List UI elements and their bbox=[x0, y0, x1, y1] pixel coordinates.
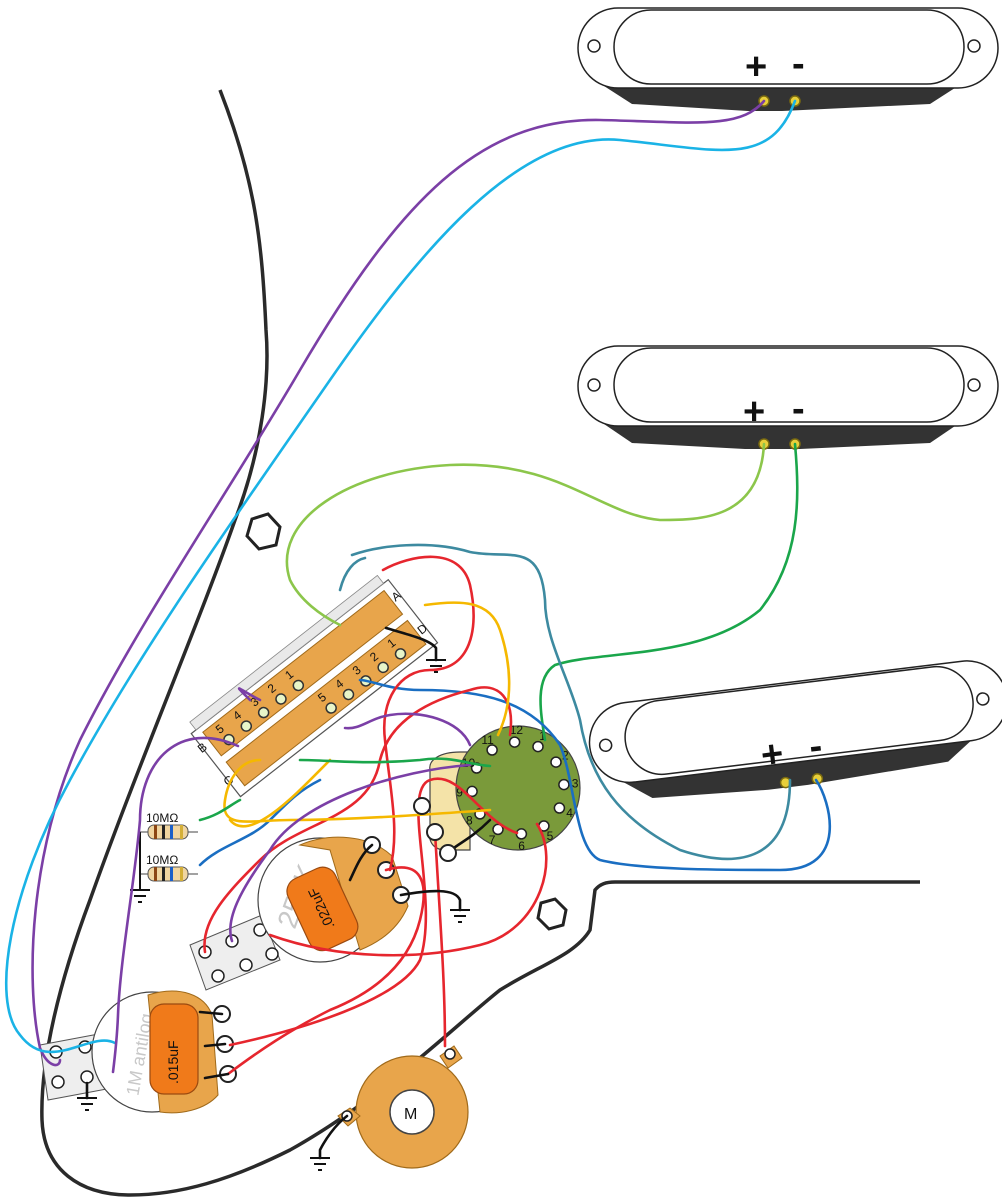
pickup-minus-label: - bbox=[792, 43, 805, 85]
switch-lug[interactable] bbox=[341, 687, 355, 701]
rotary-pin-label: 8 bbox=[466, 814, 473, 828]
rotary-pin[interactable] bbox=[558, 778, 570, 791]
rotary-pin-label: 1 bbox=[539, 729, 546, 743]
ground-symbol bbox=[77, 1097, 97, 1111]
rotary-pin-label: 5 bbox=[547, 829, 554, 843]
ground-symbol bbox=[450, 909, 470, 923]
volume-pot[interactable]: 1M antilog .015uF bbox=[39, 990, 237, 1114]
wires bbox=[4, 99, 832, 1160]
pickup-minus-label: - bbox=[792, 388, 805, 430]
ground-symbol bbox=[426, 659, 446, 673]
rotary-pin-label: 7 bbox=[489, 833, 496, 847]
rotary-pin[interactable] bbox=[532, 740, 544, 753]
tone-pot[interactable]: 250K .022uF bbox=[189, 836, 410, 991]
rotary-pin[interactable] bbox=[553, 802, 566, 814]
screw-hole bbox=[536, 897, 568, 931]
ground-symbol bbox=[310, 1157, 330, 1171]
screw-hole bbox=[245, 512, 282, 551]
output-jack[interactable]: M bbox=[337, 1045, 469, 1169]
bridge-pickup: + - bbox=[588, 660, 1002, 798]
pickup-plus-label: + bbox=[759, 733, 786, 777]
rotary-pin[interactable] bbox=[550, 756, 562, 768]
switch-lug[interactable] bbox=[239, 719, 253, 733]
middle-pickup: + - bbox=[577, 345, 999, 450]
rotary-pin[interactable] bbox=[508, 736, 521, 748]
jack-label: M bbox=[404, 1106, 417, 1123]
pickup-plus-label: + bbox=[745, 46, 767, 88]
rotary-pin-label: 11 bbox=[481, 733, 494, 747]
resistor-label: 10MΩ bbox=[146, 811, 178, 825]
resistor-label: 10MΩ bbox=[146, 853, 178, 867]
switch-lug[interactable] bbox=[291, 678, 305, 692]
switch-lug[interactable] bbox=[257, 706, 271, 720]
rotary-pin-label: 3 bbox=[572, 777, 579, 791]
capacitor-label: .015uF bbox=[165, 1040, 181, 1084]
rotary-pin-label: 6 bbox=[518, 839, 525, 853]
switch-lug[interactable] bbox=[393, 647, 407, 661]
switch-lug[interactable] bbox=[376, 660, 390, 674]
resistor: 10MΩ bbox=[140, 853, 198, 882]
switch-lug[interactable] bbox=[324, 701, 338, 715]
rotary-pin[interactable] bbox=[486, 744, 498, 756]
rotary-pin[interactable] bbox=[466, 785, 478, 798]
pickup-plus-label: + bbox=[743, 391, 765, 433]
resistor: 10MΩ bbox=[140, 811, 198, 840]
switch-lug[interactable] bbox=[274, 692, 288, 706]
neck-pickup: + - bbox=[577, 7, 999, 111]
pickguard-outline bbox=[40, 89, 920, 1197]
pickup-minus-label: - bbox=[807, 725, 825, 768]
ground-symbol bbox=[130, 832, 150, 903]
rotary-pin-label: 12 bbox=[510, 723, 524, 737]
rotary-pin-label: 9 bbox=[456, 785, 463, 799]
rotary-pin[interactable] bbox=[492, 823, 504, 836]
rotary-pin-label: 2 bbox=[562, 748, 569, 762]
rotary-pin-label: 4 bbox=[566, 806, 573, 820]
